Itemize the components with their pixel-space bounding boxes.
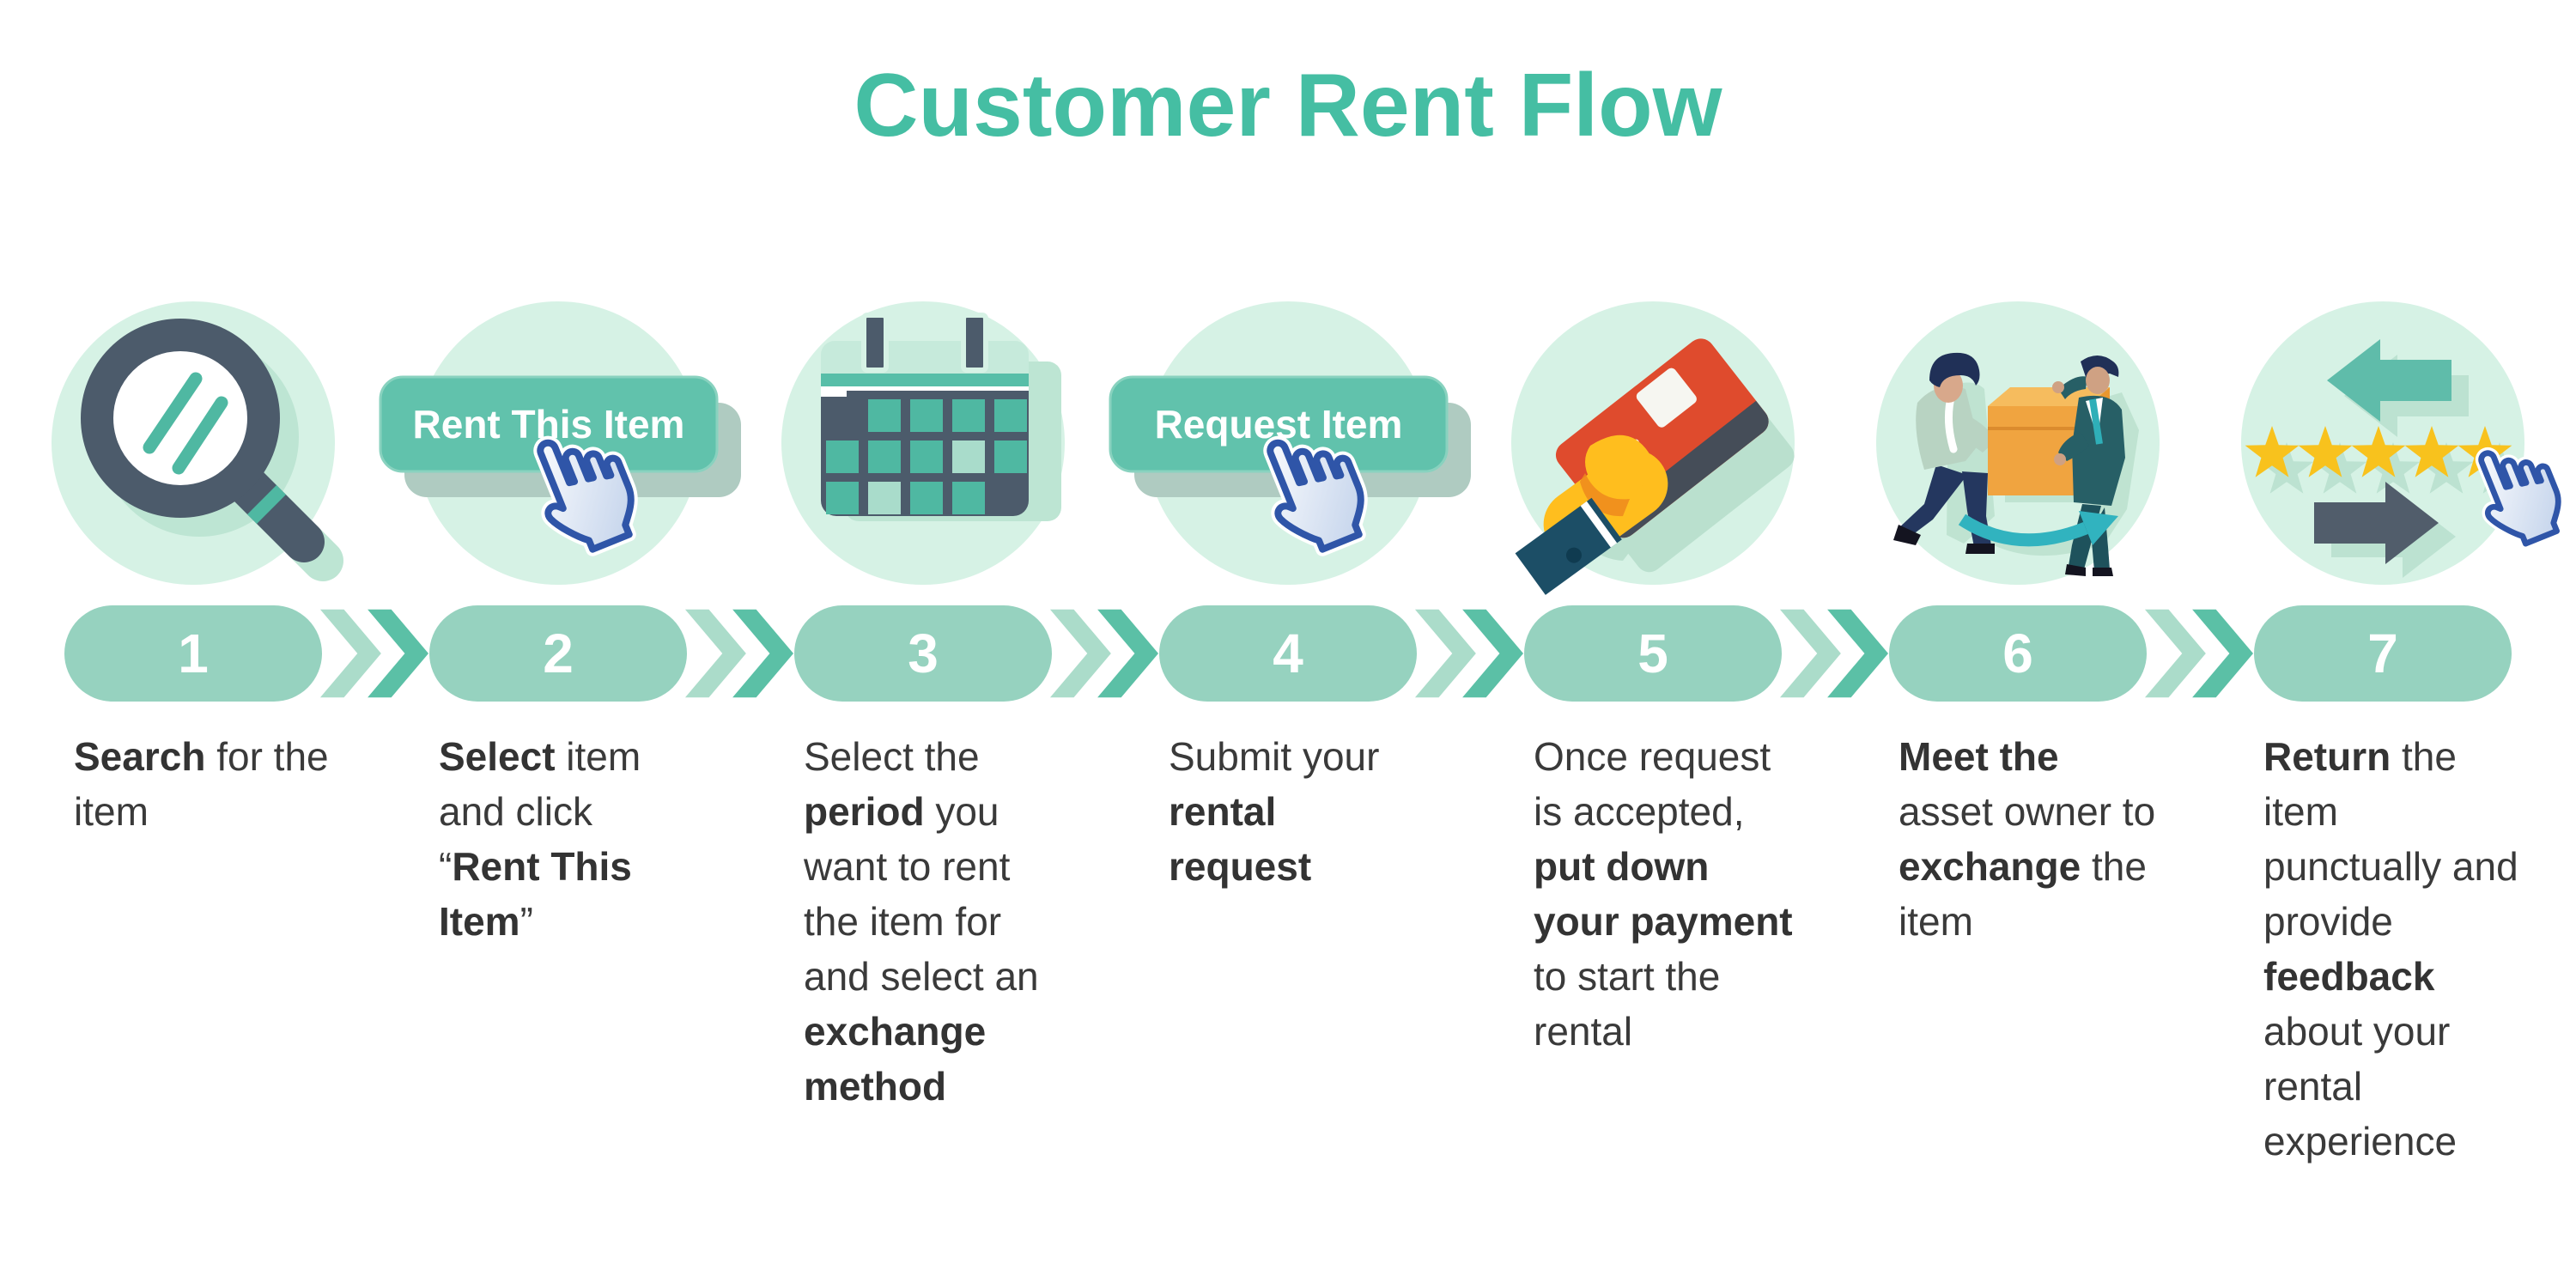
page-title: Customer Rent Flow [854, 56, 1722, 155]
description-segment: the item punctually and provide [2263, 734, 2518, 944]
people-exchange-box-icon-circle [1876, 301, 2160, 585]
step-description: Select item and click “Rent This Item” [439, 729, 700, 949]
step-number: 6 [2002, 623, 2033, 684]
step-number-pill: 4 [1159, 605, 1417, 702]
step-number-pill: 2 [429, 605, 687, 702]
step-description: Return the item punctually and provide f… [2263, 729, 2524, 1169]
stars-feedback-return-icon-circle [2241, 301, 2565, 585]
magnifying-glass-search-icon-circle [52, 301, 343, 585]
step-number: 4 [1273, 623, 1303, 684]
stars-feedback-return-icon [2245, 339, 2565, 578]
return-left-arrow [2327, 339, 2451, 422]
step-number: 1 [178, 623, 209, 684]
next-step-chevron-icon [1049, 609, 1158, 698]
request-item-button: Request Item [1109, 375, 1471, 556]
step-pill-wrap: 4 [1159, 605, 1523, 702]
step-number-pill: 5 [1524, 605, 1782, 702]
hand-cursor-icon [1263, 435, 1368, 556]
hand-credit-card-payment-icon-circle [1511, 301, 1795, 595]
hand-cursor-icon [533, 435, 638, 556]
description-segment: feedback [2263, 954, 2435, 999]
description-segment: exchange method [804, 1009, 987, 1109]
description-segment: Select the [804, 734, 980, 779]
step-number-pill: 6 [1889, 605, 2147, 702]
step-pill-wrap: 7 [2254, 605, 2512, 702]
rent-this-item-button-circle: Rent This Item [379, 301, 741, 585]
forward-right-arrow [2314, 482, 2439, 564]
calendar-icon-circle [781, 301, 1065, 585]
step-number: 3 [908, 623, 939, 684]
step-pill-wrap: 3 [794, 605, 1158, 702]
step-description: Select the period you want to rent the i… [804, 729, 1065, 1114]
next-step-chevron-icon [1779, 609, 1888, 698]
step-pill-wrap: 5 [1524, 605, 1888, 702]
request-item-button-circle: Request Item [1109, 301, 1471, 585]
description-segment: to start the rental [1534, 954, 1721, 1054]
step-pill-wrap: 2 [429, 605, 793, 702]
next-step-chevron-icon [1414, 609, 1523, 698]
step-number: 7 [2367, 623, 2398, 684]
description-segment: you want to rent the item for and select… [804, 789, 1039, 999]
next-step-chevron-icon [684, 609, 793, 698]
people-exchange-box-icon [1893, 352, 2139, 576]
description-segment: item and click “ [439, 734, 641, 889]
step-description: Meet the asset owner to exchange the ite… [1899, 729, 2160, 949]
step-number-pill: 7 [2254, 605, 2512, 702]
step-number: 5 [1637, 623, 1668, 684]
description-segment: asset owner to [1899, 789, 2156, 834]
step-description: Search for the item [74, 729, 335, 839]
description-segment: Return [2263, 734, 2391, 779]
description-segment: period [804, 789, 925, 834]
step-description: Submit your rental request [1169, 729, 1430, 894]
next-step-chevron-icon [319, 609, 428, 698]
hand-credit-card-payment-icon [1515, 338, 1795, 595]
exchange-arrow [1958, 513, 2088, 547]
rent-this-item-button: Rent This Item [379, 375, 741, 556]
next-step-chevron-icon [2144, 609, 2253, 698]
step-number: 2 [543, 623, 574, 684]
description-segment: ” [519, 899, 533, 944]
calendar-icon [821, 313, 1061, 521]
description-segment: the item [1899, 844, 2147, 944]
description-segment: about your rental experience [2263, 1009, 2458, 1164]
step-pill-wrap: 1 [64, 605, 428, 702]
hand-cursor-icon [2475, 447, 2565, 550]
description-segment: put down your payment [1534, 844, 1793, 944]
step-description: Once request is accepted, put down your … [1534, 729, 1795, 1059]
holding-hand [1515, 434, 1668, 595]
step-pill-wrap: 6 [1889, 605, 2253, 702]
magnifying-glass-search-icon [81, 319, 343, 581]
description-segment: Submit your [1169, 734, 1380, 779]
description-segment: Meet the [1899, 734, 2059, 779]
description-segment: Once request is accepted, [1534, 734, 1771, 834]
description-segment: Rent This Item [439, 844, 632, 944]
description-segment: Search [74, 734, 206, 779]
step-number-pill: 3 [794, 605, 1052, 702]
step-number-pill: 1 [64, 605, 322, 702]
description-segment: rental request [1169, 789, 1312, 889]
description-segment: Select [439, 734, 556, 779]
description-segment: for the item [74, 734, 329, 834]
description-segment: exchange [1899, 844, 2081, 889]
